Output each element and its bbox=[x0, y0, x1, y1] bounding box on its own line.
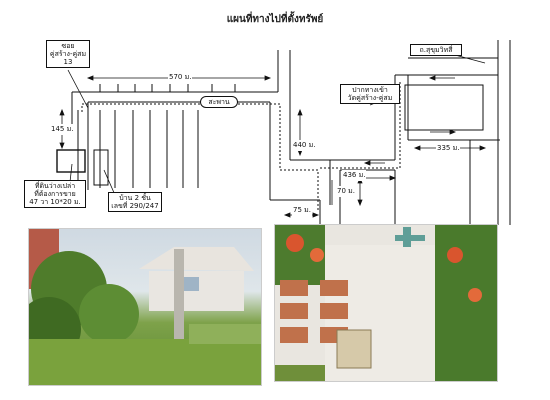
land-plot-outline bbox=[56, 149, 86, 173]
land-label: ที่ดินว่างเปล่า ที่ต้องการขาย 47 วา 10*2… bbox=[24, 180, 86, 208]
temple-entrance-label: ปากทางเข้า วัดคู่สร้าง-คู่สม bbox=[340, 84, 400, 104]
soi-label: ซอย คู่สร้าง-คู่สม 13 bbox=[46, 40, 90, 68]
temple-outline bbox=[404, 84, 484, 131]
sukhumvit-label: ถ.สุขุมวิทสี่ bbox=[410, 44, 462, 56]
distance-left: 145 ม. bbox=[50, 124, 75, 135]
map-title: แผนที่ทางไปที่ตั้งทรัพย์ bbox=[226, 14, 324, 25]
distance-mid: 440 ม. bbox=[292, 140, 317, 151]
distance-bottom: 75 ม. bbox=[292, 205, 312, 216]
house-outline bbox=[93, 149, 109, 186]
route-dotted-right bbox=[320, 82, 401, 169]
house-label: บ้าน 2 ชั้น เลขที่ 290/247 bbox=[108, 192, 162, 212]
bridge-label: สะพาน bbox=[200, 96, 238, 108]
wall-mailbox-photo bbox=[274, 224, 498, 382]
distance-right-top: 335 ม. bbox=[436, 143, 461, 154]
route-dotted bbox=[81, 103, 319, 210]
empty-land-photo bbox=[28, 228, 262, 386]
distance-top: 570 ม. bbox=[168, 72, 193, 83]
distance-right-mid: 436 ม. bbox=[342, 170, 367, 181]
distance-right-low: 70 ม. bbox=[336, 186, 356, 197]
